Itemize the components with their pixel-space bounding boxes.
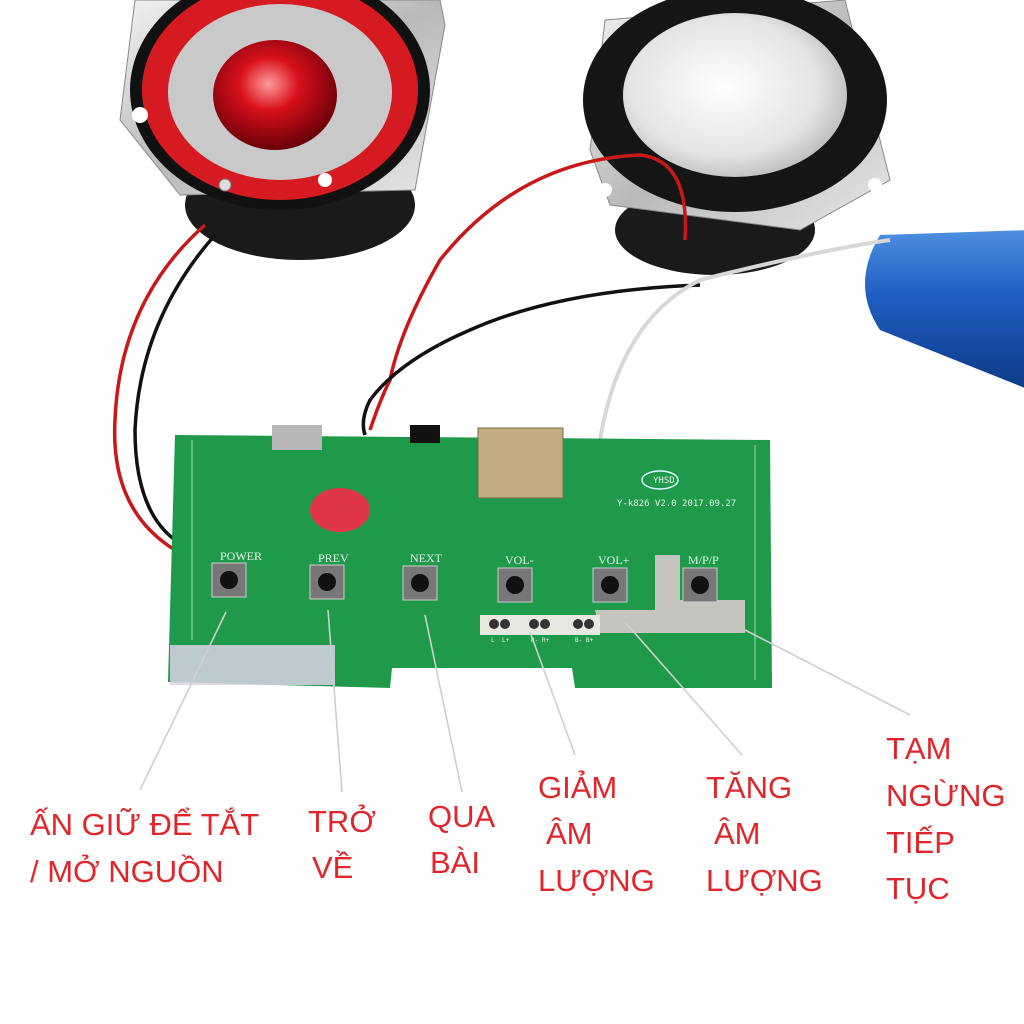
label-volup-line1: TĂNG [706, 770, 792, 805]
battery-tab [595, 555, 745, 633]
label-power-line1: ẤN GIỮ ĐỂ TẮT [30, 806, 259, 842]
mode-play-pause-button[interactable]: M/P/P [682, 553, 719, 603]
label-voldown-line1: GIẢM [538, 770, 617, 805]
pad-label: B+ [586, 637, 594, 644]
pcb-buttons: POWER PREV NEXT VOL- VOL+ M/P/P [211, 549, 719, 603]
left-speaker [119, 0, 446, 260]
pad-label: L+ [502, 637, 510, 644]
label-next-line2: BÀI [430, 845, 480, 880]
wires [112, 153, 891, 552]
label-pause-line3: TIẾP [886, 825, 955, 860]
board-model-text: Y-k826 V2.0 2017.09.27 [617, 499, 736, 509]
pad-label: R+ [542, 637, 550, 644]
pad-label: L [491, 637, 495, 644]
label-volup-line2: ÂM [714, 816, 761, 851]
right-speaker [583, 0, 891, 275]
vol-down-button[interactable]: VOL- [497, 553, 534, 603]
usb-c-port [272, 425, 322, 450]
power-button[interactable]: POWER [211, 549, 262, 598]
pad-label: R- [531, 637, 538, 644]
label-next-line1: QUA [428, 799, 496, 834]
label-prev-line2: VỀ [312, 850, 353, 885]
label-pause-line4: TỤC [886, 871, 950, 906]
pcb-board: YHSD Y-k826 V2.0 2017.09.27 L L+ R- R+ B… [168, 425, 772, 688]
pad-label: B- [575, 637, 582, 644]
power-silk-label: POWER [220, 549, 262, 563]
label-pause-line1: TẠM [886, 731, 951, 766]
mpp-silk-label: M/P/P [688, 553, 719, 567]
label-prev-line1: TRỞ [308, 803, 376, 839]
leader-lines [139, 609, 911, 793]
next-silk-label: NEXT [410, 551, 443, 565]
vol-up-silk-label: VOL+ [598, 553, 630, 567]
label-power-line2: / MỞ NGUỒN [30, 853, 224, 889]
battery [865, 230, 1024, 388]
usb-a-port [477, 427, 564, 499]
label-volup-line3: LƯỢNG [706, 863, 823, 898]
audio-jack [410, 425, 440, 443]
prev-button[interactable]: PREV [309, 551, 349, 600]
prev-silk-label: PREV [318, 551, 349, 565]
next-button[interactable]: NEXT [402, 551, 443, 601]
vol-down-silk-label: VOL- [505, 553, 534, 567]
annotation-labels: ẤN GIỮ ĐỂ TẮT / MỞ NGUỒN TRỞ VỀ QUA BÀI … [30, 731, 1005, 906]
label-voldown-line2: ÂM [546, 816, 593, 851]
vol-up-button[interactable]: VOL+ [592, 553, 630, 603]
board-logo: YHSD [653, 476, 675, 486]
label-voldown-line3: LƯỢNG [538, 863, 655, 898]
red-stamp [310, 488, 370, 532]
label-pause-line2: NGỪNG [886, 778, 1005, 813]
